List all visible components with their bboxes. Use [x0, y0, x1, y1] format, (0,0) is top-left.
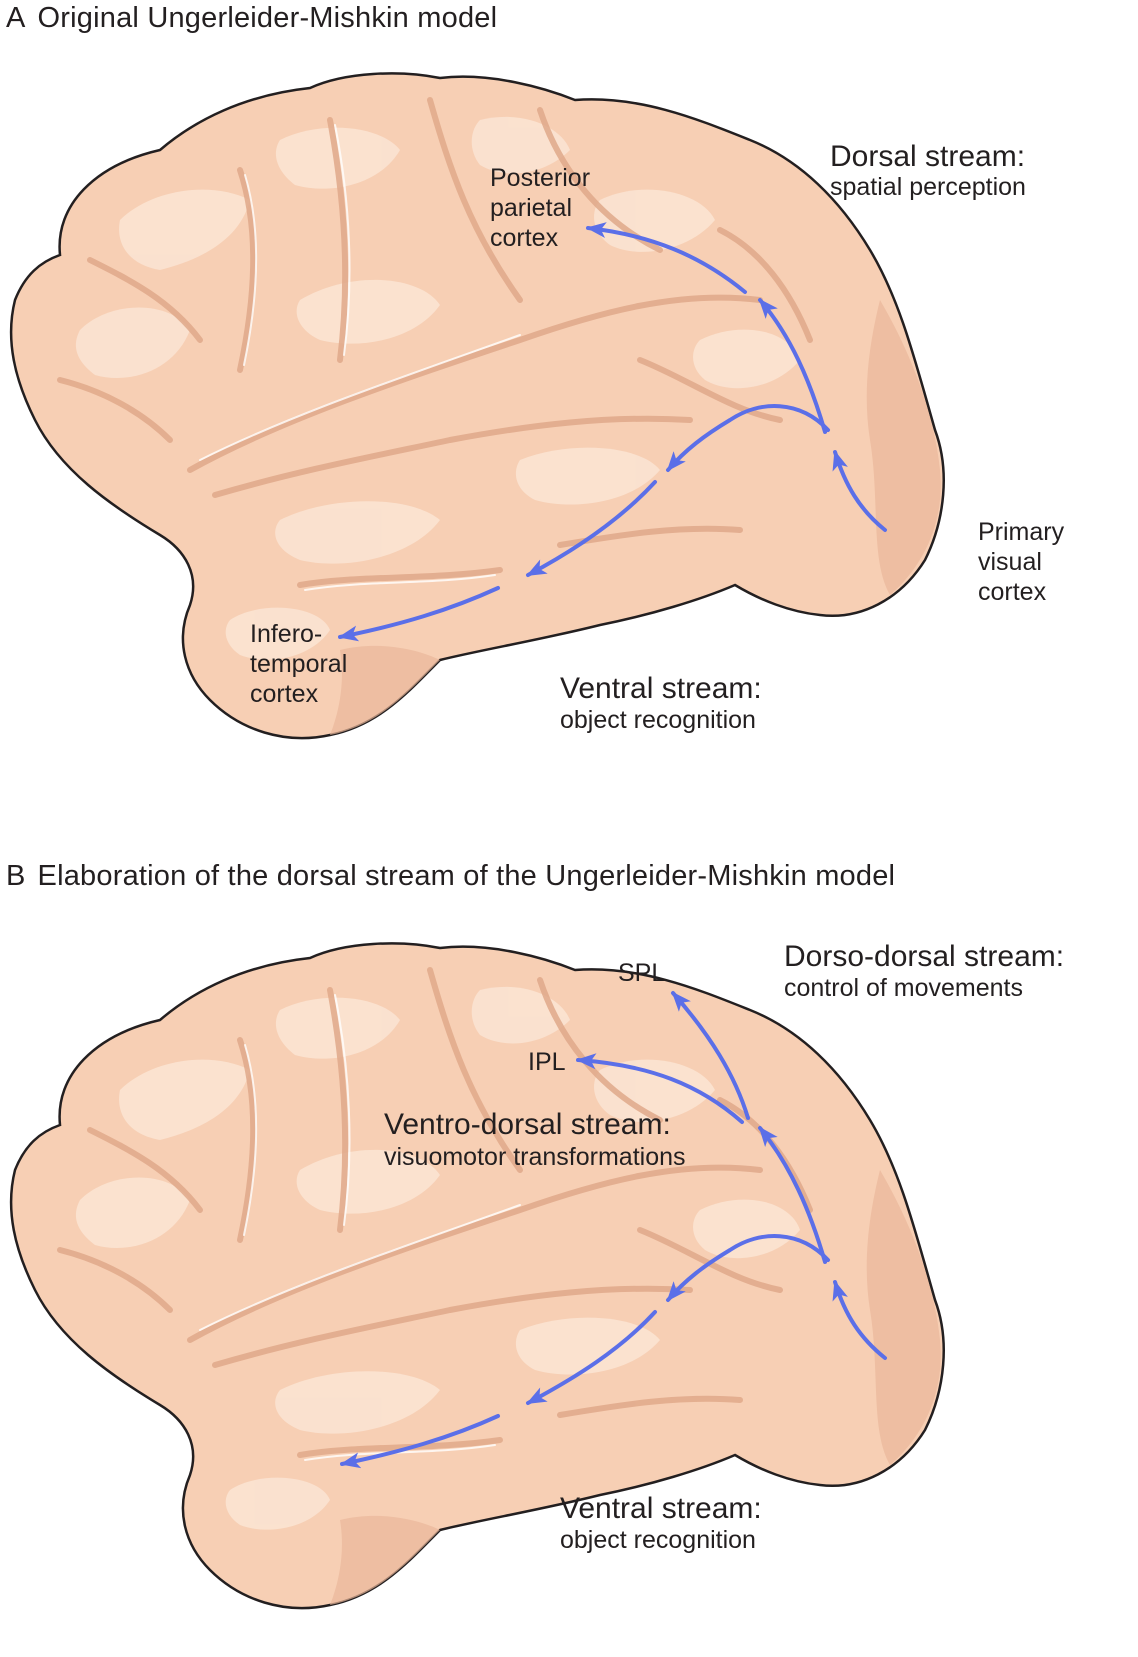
ppc-line-2: parietal	[490, 194, 572, 222]
v1-line-3: cortex	[978, 578, 1047, 606]
ventral-stream-arrows-a	[338, 404, 830, 642]
brain-illustration-b	[9, 942, 945, 1610]
dorsal-stream-subheading-a: spatial perception	[830, 173, 1026, 201]
posterior-parietal-cortex-label: Posterior parietal cortex	[490, 163, 590, 253]
dorsal-stream-heading-a: Dorsal stream:	[830, 140, 1026, 173]
brain-illustration-a	[9, 72, 945, 740]
dorso-dorsal-stream-subheading: control of movements	[784, 974, 1023, 1002]
ipl-label: IPL	[528, 1048, 566, 1076]
ppc-line-3: cortex	[490, 224, 559, 252]
ventral-stream-heading-b: Ventral stream:	[560, 1492, 762, 1525]
ventral-stream-heading-a: Ventral stream:	[560, 672, 762, 705]
panel-a-letter: A	[6, 2, 26, 34]
ppc-line-1: Posterior	[490, 164, 591, 192]
brain-outline	[9, 72, 945, 740]
panel-a-title-text: Original Ungerleider-Mishkin model	[37, 2, 498, 34]
spl-label: SPL	[618, 959, 666, 987]
panel-b-title: B Elaboration of the dorsal stream of the…	[6, 860, 895, 893]
v1-line-1: Primary	[978, 518, 1065, 546]
ventral-stream-subheading-a: object recognition	[560, 706, 756, 734]
panel-a: A Original Ungerleider-Mishkin model	[0, 0, 1138, 800]
dorsal-stream-arrows-b	[576, 991, 887, 1360]
it-line-1: Infero-	[250, 620, 323, 648]
it-line-3: cortex	[250, 680, 319, 708]
ventral-stream-arrows-b	[340, 1234, 830, 1469]
dorso-dorsal-stream-heading: Dorso-dorsal stream:	[784, 940, 1065, 973]
ventro-dorsal-stream-subheading: visuomotor transformations	[384, 1143, 686, 1171]
panel-b: B Elaboration of the dorsal stream of the…	[0, 860, 1138, 1657]
panel-b-title-text: Elaboration of the dorsal stream of the …	[37, 860, 896, 892]
brain-outline-b	[9, 942, 945, 1610]
primary-visual-cortex-label: Primary visual cortex	[978, 517, 1064, 607]
it-line-2: temporal	[250, 650, 348, 678]
ventro-dorsal-stream-heading: Ventro-dorsal stream:	[384, 1108, 671, 1141]
panel-b-letter: B	[6, 860, 26, 892]
panel-a-title: A Original Ungerleider-Mishkin model	[6, 2, 497, 35]
v1-line-2: visual	[978, 548, 1042, 576]
ventral-stream-subheading-b: object recognition	[560, 1526, 756, 1554]
inferotemporal-cortex-label: Infero- temporal cortex	[250, 619, 347, 709]
dorsal-stream-arrows-a	[586, 222, 887, 532]
